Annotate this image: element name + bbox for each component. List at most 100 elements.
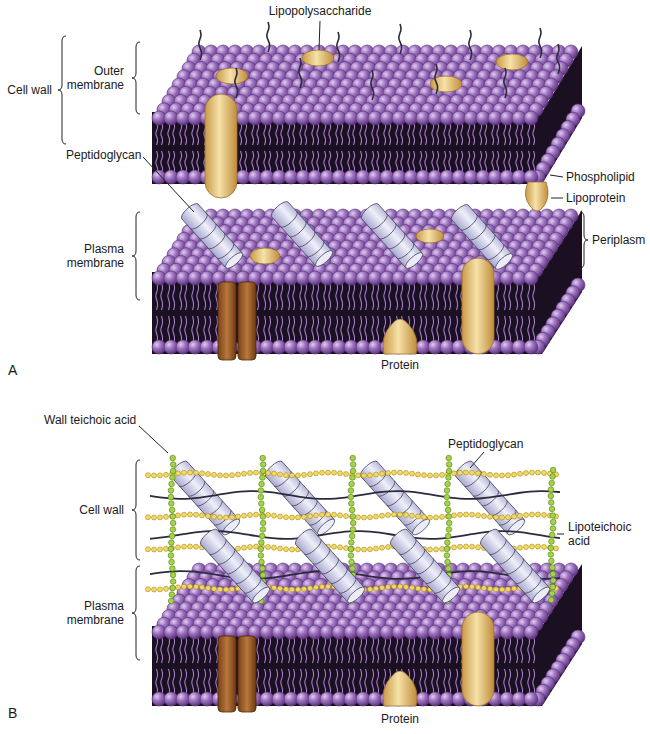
yellow-bead-chain bbox=[530, 544, 535, 549]
lipid-tail bbox=[365, 669, 367, 696]
lipid-tail bbox=[389, 282, 391, 310]
lipid-head bbox=[524, 692, 538, 706]
strand-segment bbox=[208, 234, 227, 252]
yellow-bead-chain bbox=[194, 584, 199, 589]
lipid-tail bbox=[192, 282, 194, 310]
teichoic-acid-chain bbox=[259, 501, 265, 507]
yellow-bead-chain bbox=[158, 587, 163, 592]
yellow-bead-chain bbox=[146, 473, 151, 478]
lipid-tail bbox=[209, 636, 211, 663]
lipid-tail bbox=[324, 122, 326, 145]
lipid-tail bbox=[401, 636, 403, 663]
yellow-bead-chain bbox=[224, 587, 229, 592]
yellow-bead-chain bbox=[518, 471, 523, 476]
lipid-tail bbox=[257, 122, 259, 145]
lipid-tail bbox=[425, 282, 427, 310]
strand-segment bbox=[188, 481, 207, 499]
lipoteichoic-acid-chain bbox=[550, 474, 556, 480]
teichoic-acid-chain bbox=[260, 527, 266, 533]
lipid-tail bbox=[437, 669, 439, 696]
teichoic-acid-chain bbox=[348, 546, 354, 552]
yellow-bead-chain bbox=[428, 547, 433, 552]
teichoic-acid-chain bbox=[446, 566, 452, 572]
bracket bbox=[580, 212, 588, 268]
leader-line bbox=[470, 452, 484, 468]
yellow-bead-chain bbox=[392, 512, 397, 517]
yellow-bead-chain bbox=[158, 515, 163, 520]
strand-end bbox=[530, 585, 552, 605]
yellow-bead-chain bbox=[314, 471, 319, 476]
yellow-bead-chain bbox=[158, 473, 163, 478]
teichoic-acid-chain bbox=[349, 559, 355, 565]
strand-segment bbox=[396, 500, 415, 518]
lipid-tail bbox=[161, 122, 163, 145]
lipid-tail bbox=[444, 282, 446, 310]
lipid-tail bbox=[377, 122, 379, 145]
yellow-bead-chain bbox=[206, 472, 211, 477]
teichoic-acid-chain bbox=[168, 553, 174, 559]
yellow-bead-chain bbox=[236, 472, 241, 477]
yellow-bead-chain bbox=[218, 587, 223, 592]
lipid-tail bbox=[329, 282, 331, 310]
strand-segment bbox=[399, 539, 418, 557]
lipid-tail bbox=[336, 282, 338, 310]
yellow-bead-chain bbox=[182, 512, 187, 517]
lipid-tail bbox=[401, 122, 403, 145]
lps-chain bbox=[235, 68, 238, 98]
lipid-tail bbox=[437, 636, 439, 663]
lipid-tail bbox=[348, 636, 350, 663]
lipid-tail bbox=[209, 316, 211, 344]
lipid-tail bbox=[264, 636, 266, 663]
yellow-bead-chain bbox=[296, 473, 301, 478]
lipid-tail bbox=[281, 282, 283, 310]
yellow-bead-chain bbox=[392, 470, 397, 475]
yellow-bead-chain bbox=[416, 514, 421, 519]
lipid-tail bbox=[293, 282, 295, 310]
lipid-tail bbox=[173, 316, 175, 344]
lipid-tail bbox=[353, 282, 355, 310]
lipid-tail bbox=[516, 636, 518, 663]
yellow-bead-chain bbox=[356, 515, 361, 520]
yellow-bead-chain bbox=[356, 547, 361, 552]
lipid-tail bbox=[264, 316, 266, 344]
yellow-bead-chain bbox=[314, 513, 319, 518]
yellow-bead-chain bbox=[440, 514, 445, 519]
lipid-tail bbox=[372, 636, 374, 663]
teichoic-acid-chain bbox=[350, 468, 356, 474]
lipid-tail bbox=[389, 636, 391, 663]
yellow-bead-chain bbox=[164, 472, 169, 477]
lipid-tail bbox=[516, 316, 518, 344]
yellow-bead-chain bbox=[212, 586, 217, 591]
lipid-tail bbox=[353, 636, 355, 663]
strand-segment bbox=[197, 491, 216, 509]
leader-line bbox=[319, 21, 320, 50]
yellow-bead-chain bbox=[290, 473, 295, 478]
strand-segment bbox=[191, 214, 210, 232]
strand-segment bbox=[461, 215, 480, 233]
lipid-tail bbox=[300, 122, 302, 145]
lipoteichoic-acid-chain bbox=[549, 506, 555, 512]
yellow-bead-chain bbox=[440, 472, 445, 477]
peptidoglycan-strand bbox=[198, 527, 272, 605]
strand-segment bbox=[209, 539, 228, 557]
yellow-bead-chain bbox=[374, 514, 379, 519]
lipid-tail bbox=[444, 636, 446, 663]
strand-segment bbox=[371, 214, 390, 232]
lipid-tail bbox=[156, 282, 158, 310]
yellow-bead-chain bbox=[194, 470, 199, 475]
bracket bbox=[132, 566, 140, 660]
yellow-bead-chain bbox=[296, 515, 301, 520]
yellow-bead-chain bbox=[512, 472, 517, 477]
lipid-tail bbox=[156, 122, 158, 145]
lipid-tail bbox=[336, 316, 338, 344]
yellow-bead-chain bbox=[494, 473, 499, 478]
yellow-bead-chain bbox=[518, 513, 523, 518]
lipid-tail bbox=[528, 122, 530, 145]
lipid-tail bbox=[341, 282, 343, 310]
lipid-tail bbox=[324, 636, 326, 663]
teichoic-acid-chain bbox=[170, 527, 176, 533]
lipid-tail bbox=[420, 636, 422, 663]
bracket bbox=[132, 460, 140, 560]
lipid-tail bbox=[444, 122, 446, 145]
lipid-tail bbox=[269, 636, 271, 663]
